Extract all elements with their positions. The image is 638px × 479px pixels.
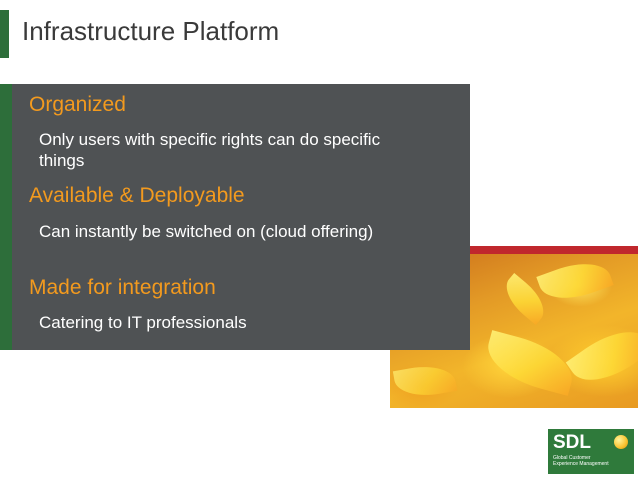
item-heading-organized: Organized [29, 93, 126, 116]
item-body-organized: Only users with specific rights can do s… [39, 130, 381, 170]
leaf-shape [392, 361, 458, 401]
item-heading-integration: Made for integration [29, 276, 216, 299]
logo-mark: SDL [553, 432, 591, 453]
red-stripe [390, 246, 638, 254]
item-heading-available: Available & Deployable [29, 184, 245, 207]
slide-title: Infrastructure Platform [22, 16, 280, 46]
item-body-available: Can instantly be switched on (cloud offe… [39, 222, 374, 241]
panel-accent-bar [0, 84, 12, 350]
content-panel: Organized Only users with specific right… [0, 84, 470, 350]
leaf-shape [565, 316, 638, 396]
globe-icon [614, 435, 628, 449]
item-body-integration: Catering to IT professionals [39, 313, 247, 332]
leaf-shape [536, 253, 614, 309]
title-accent-bar [0, 10, 9, 58]
leaf-shape [480, 330, 580, 396]
logo-subtitle-line2: Experience Management [553, 461, 609, 467]
logo-subtitle-line1: Global Customer [553, 455, 591, 461]
sdl-logo: SDL Global Customer Experience Managemen… [548, 429, 634, 474]
